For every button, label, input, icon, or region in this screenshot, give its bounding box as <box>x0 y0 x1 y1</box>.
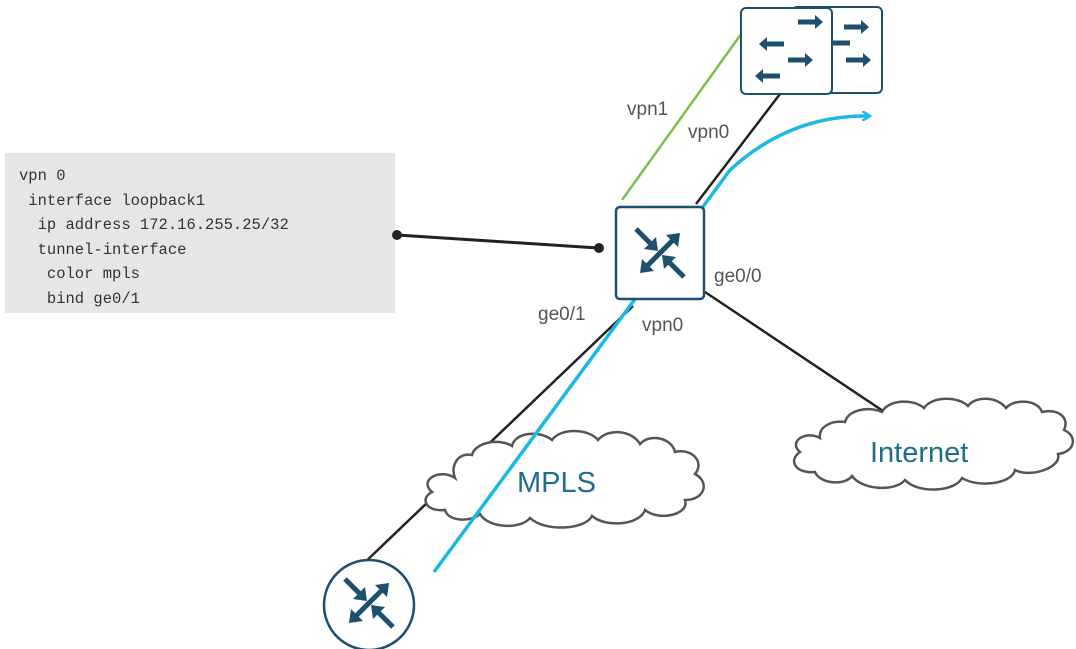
mpls-cloud <box>424 429 705 529</box>
switch-icon <box>740 6 883 95</box>
link-ge0-0-internet <box>704 290 884 413</box>
config-snippet: vpn 0 interface loopback1 ip address 172… <box>5 153 395 313</box>
router-icon <box>614 205 706 301</box>
ge0-0-label: ge0/0 <box>714 266 762 287</box>
config-callout-line <box>396 233 599 250</box>
vpn0-lower-label: vpn0 <box>642 315 683 336</box>
callout-dot-left <box>392 230 402 240</box>
internet-label: Internet <box>870 437 968 469</box>
ge0-1-label: ge0/1 <box>538 304 586 325</box>
config-line: color mpls <box>19 265 140 283</box>
link-vpn0-to-switch <box>695 93 781 205</box>
config-line: tunnel-interface <box>19 240 187 259</box>
config-line: interface loopback1 <box>19 191 206 210</box>
internet-cloud <box>792 397 1074 491</box>
vpn0-upper-label: vpn0 <box>688 122 729 143</box>
vpn1-label: vpn1 <box>627 99 668 120</box>
config-line: vpn 0 <box>19 167 66 185</box>
ipsec-tunnel-path <box>432 116 868 574</box>
config-line: bind ge0/1 <box>19 289 140 308</box>
mpls-label: MPLS <box>517 467 596 499</box>
router-icon <box>322 558 416 649</box>
callout-dot-right <box>594 243 604 253</box>
config-line: ip address 172.16.255.25/32 <box>19 216 289 234</box>
link-vpn1 <box>620 29 746 201</box>
